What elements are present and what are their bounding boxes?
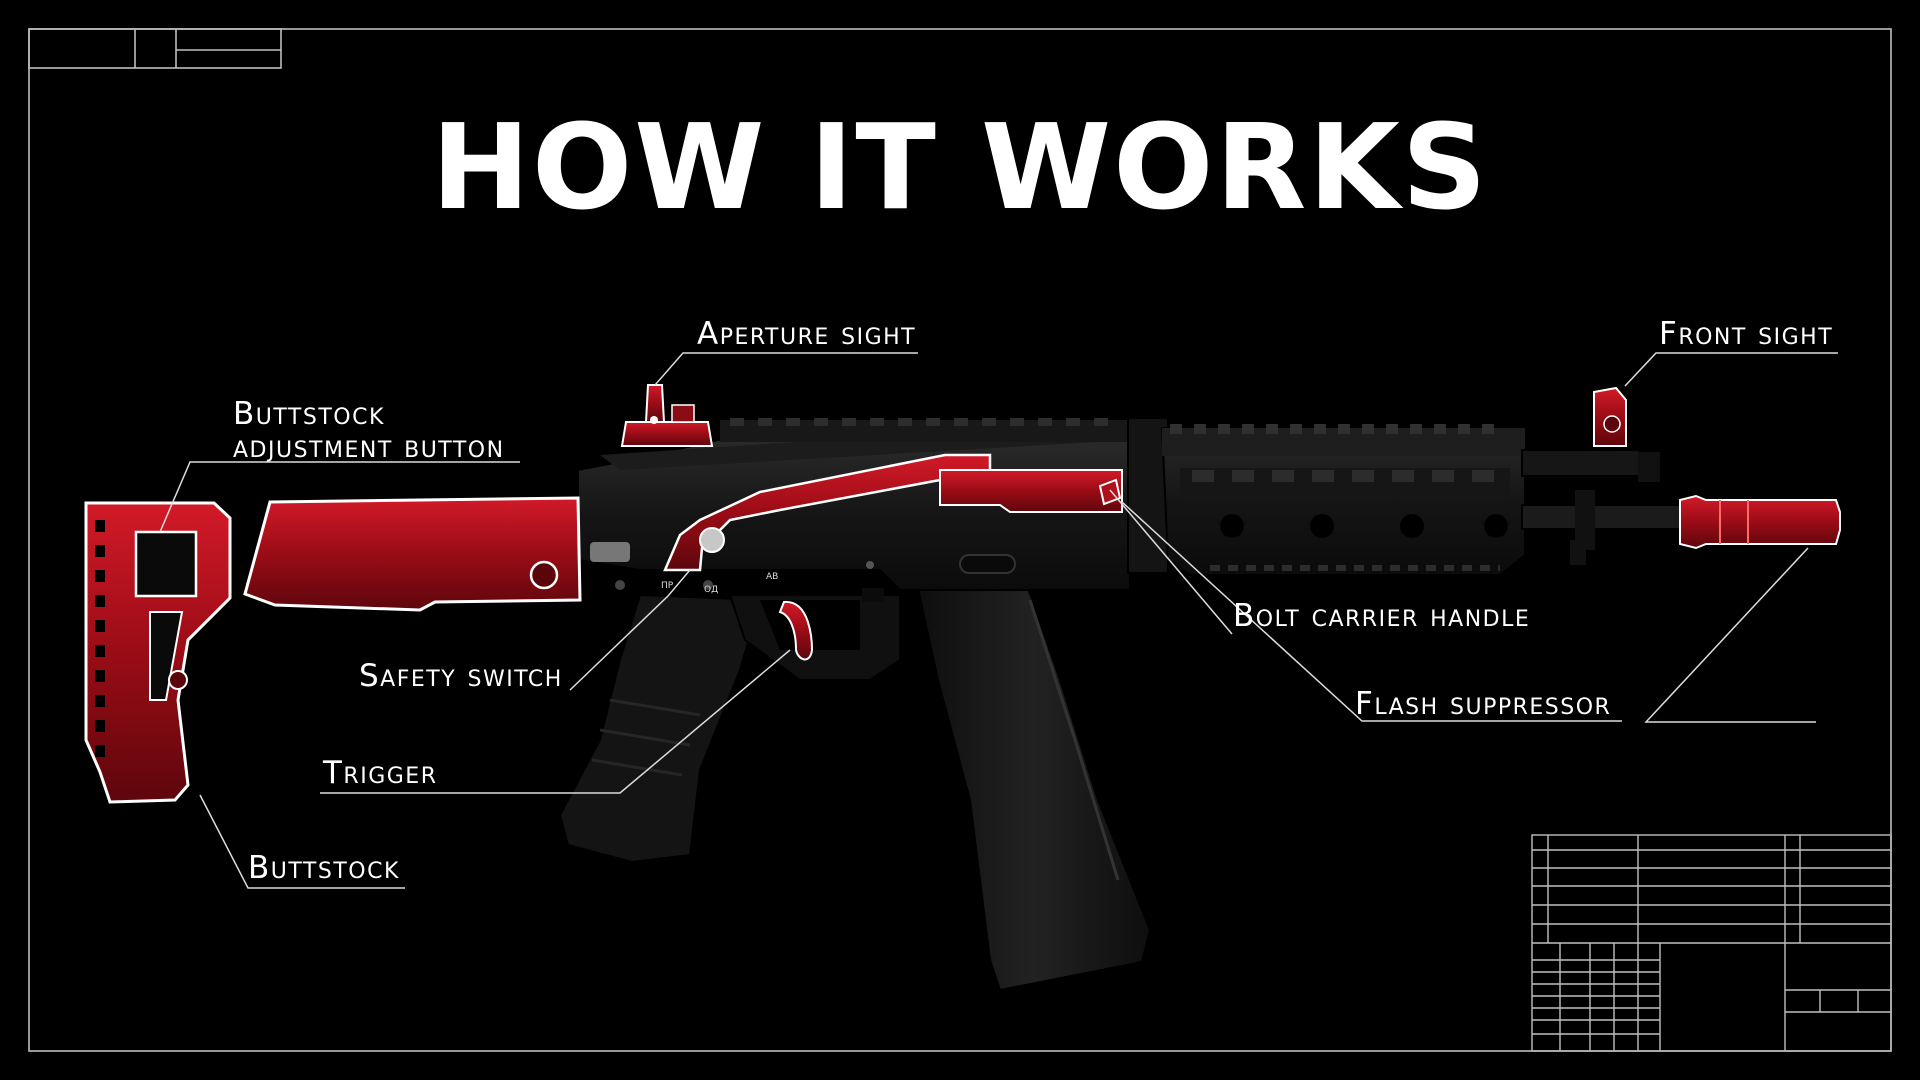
label-aperture-sight: Aperture sight [697,316,917,352]
magazine [916,587,1152,992]
leader-lines [159,352,1838,889]
title-block-table [1531,834,1892,1052]
label-trigger: Trigger [323,755,438,791]
trigger-guard [728,594,901,681]
handguard [1160,424,1526,576]
safety-pivot [699,527,725,553]
flash-suppressor [1679,494,1841,550]
marking-semi: ОД [704,585,718,595]
barrel [1521,449,1688,565]
bolt-carrier-cutaway [939,469,1123,513]
label-flash-suppressor: Flash suppressor [1355,686,1612,722]
buttstock-adjustment-button [134,530,198,598]
page-title: HOW IT WORKS [431,98,1489,236]
buttstock [84,496,582,804]
aperture-sight [620,384,714,447]
label-bolt-carrier-handle: Bolt carrier handle [1233,598,1531,634]
label-buttstock: Buttstock [248,850,400,886]
label-buttstock-adjustment-button: Buttstock adjustment button [233,398,505,463]
label-buttstock-adjustment-line2: adjustment button [233,428,505,465]
blueprint-frame [28,28,1892,1052]
trigger [778,600,814,661]
bolt-carrier-handle [1098,478,1122,506]
label-front-sight: Front sight [1659,316,1834,352]
label-safety-switch: Safety switch [359,658,563,694]
rail-adapter [1127,417,1169,574]
front-sight [1593,386,1627,447]
label-buttstock-adjustment-line1: Buttstock [233,396,385,432]
marking-safe: ПР [661,581,674,591]
marking-auto: АВ [766,572,778,582]
pistol-grip [558,593,762,864]
